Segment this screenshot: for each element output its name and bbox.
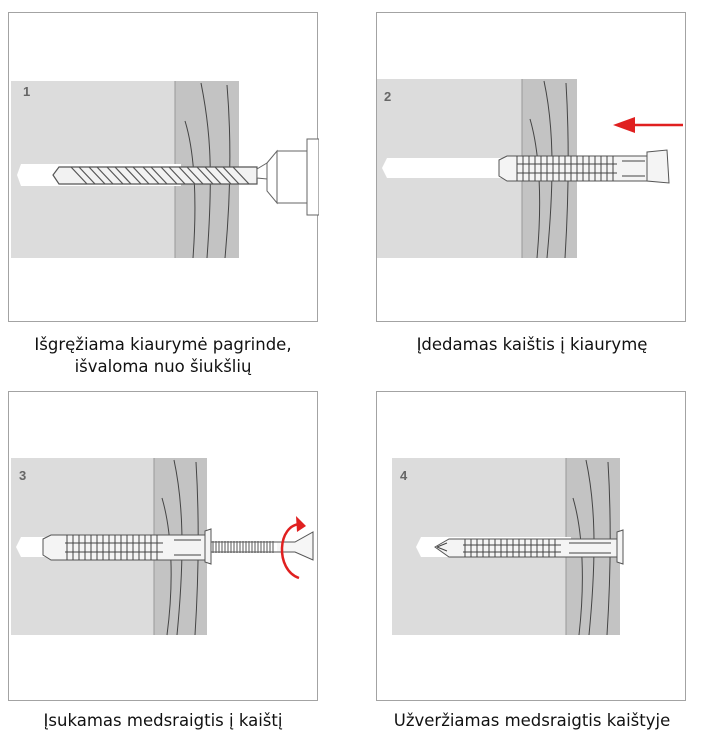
step-4-panel: 4 [376, 391, 686, 701]
step-3-caption: Įsukamas medsraigtis į kaištį [0, 710, 333, 732]
step-number: 2 [384, 89, 391, 104]
step-4-caption: Užveržiamas medsraigtis kaištyje [362, 710, 702, 732]
step-number: 3 [19, 468, 26, 483]
step-1-caption: Išgręžiama kiaurymė pagrinde, išvaloma n… [0, 334, 333, 378]
drill-illustration: 1 [11, 81, 319, 259]
step-2-panel: 2 [376, 12, 686, 322]
step-3-panel: 3 [8, 391, 318, 701]
dowel-with-screw-icon [434, 529, 624, 565]
step-4-caption-line1: Užveržiamas medsraigtis kaištyje [393, 711, 671, 730]
drill-chuck-icon [256, 138, 319, 216]
step-2-caption: Įdedamas kaištis į kiaurymę [362, 334, 702, 356]
dowel-icon [42, 528, 212, 565]
dowel-insertion-illustration: 2 [377, 79, 683, 259]
dowel-icon [498, 149, 670, 184]
screw-icon [211, 531, 314, 561]
insert-direction-arrow-icon [613, 117, 683, 133]
rotation-arrow-icon [280, 516, 306, 580]
screw-tightened-illustration: 4 [392, 458, 624, 636]
step-number: 1 [23, 84, 30, 99]
step-3-caption-line1: Įsukamas medsraigtis į kaištį [43, 711, 283, 730]
screw-insertion-illustration: 3 [11, 458, 314, 636]
step-number: 4 [400, 468, 408, 483]
step-2-caption-line1: Įdedamas kaištis į kiaurymę [416, 335, 648, 354]
drill-bit-icon [52, 166, 258, 185]
step-1-caption-line1: Išgręžiama kiaurymė pagrinde, [34, 335, 292, 354]
step-1-caption-line2: išvaloma nuo šiukšlių [74, 357, 252, 376]
step-1-panel: 1 [8, 12, 319, 322]
